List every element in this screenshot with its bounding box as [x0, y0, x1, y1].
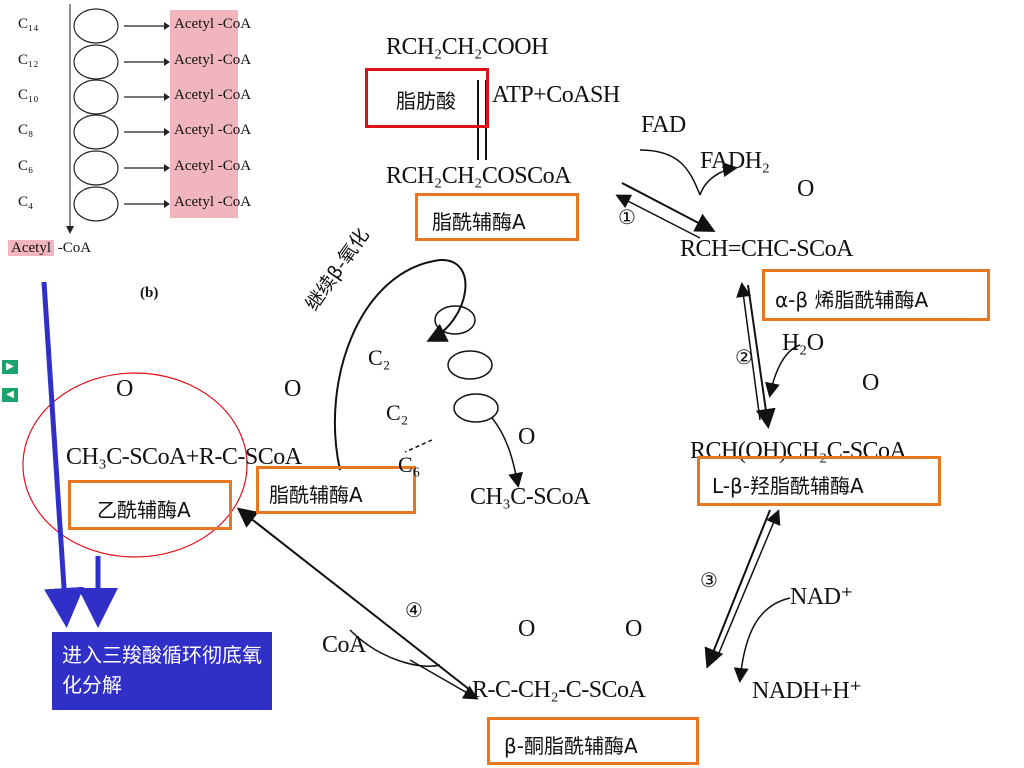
keto-box: β-酮脂酰辅酶A: [487, 717, 699, 765]
coa-suffix: -CoA: [213, 194, 252, 210]
acetyl-product: Acetyl: [174, 122, 214, 138]
side-product-formula: CH₃C-SCoA: [470, 484, 590, 510]
coa-suffix: -CoA: [213, 122, 252, 138]
spiral-c6-label: C₆: [398, 452, 421, 477]
acetyl-product: Acetyl: [174, 87, 214, 103]
acetyl-product: Acetyl: [174, 194, 214, 210]
water-label: H₂O: [782, 330, 824, 356]
chain-label: C₈: [18, 122, 34, 138]
step-2: ②: [735, 347, 753, 369]
chain-label: C₁₂: [18, 52, 39, 68]
final-acetyl-product: Acetyl: [8, 240, 54, 256]
products-oxygen: O: [284, 376, 301, 402]
keto-label: β-酮脂酰辅酶A: [504, 734, 638, 758]
enoyl-box: α-β 烯脂酰辅酶A: [762, 269, 990, 321]
acyl-coa-box: 脂酰辅酶A: [415, 193, 579, 241]
products-oxygen: O: [116, 376, 133, 402]
chain-label: C₆: [18, 158, 34, 174]
nad-label: NAD⁺: [790, 584, 853, 610]
step-1: ①: [618, 207, 636, 229]
chain-label: C₁₄: [18, 16, 39, 32]
spiral-c2-label: C₂: [386, 400, 409, 425]
keto-oxygen: O: [518, 616, 535, 642]
coa-suffix: -CoA: [53, 240, 92, 256]
hydroxy-label: L-β-羟脂酰辅酶A: [712, 474, 864, 498]
products-formula: CH₃C-SCoA+R-C-SCoA: [66, 444, 302, 470]
fadh2-label: FADH₂: [700, 148, 770, 174]
coa-suffix: -CoA: [213, 52, 252, 68]
fad-label: FAD: [641, 112, 686, 138]
enoyl-formula: RCH=CHC-SCoA: [680, 236, 853, 262]
chain-label: C₁₀: [18, 87, 39, 103]
fatty-acid-box: 脂肪酸: [365, 68, 489, 128]
acyl-coa-label: 脂酰辅酶A: [432, 210, 526, 234]
play-forward-icon[interactable]: ▶: [2, 360, 18, 374]
spiral-diagram: [66, 4, 238, 234]
coa-suffix: -CoA: [213, 16, 252, 32]
acetyl-product: Acetyl: [174, 158, 214, 174]
enoyl-label: α-β 烯脂酰辅酶A: [775, 288, 929, 312]
highlight-circle: [22, 372, 248, 558]
hydroxy-oxygen: O: [862, 370, 879, 396]
step-3: ③: [700, 570, 718, 592]
chain-label: C₄: [18, 194, 34, 210]
coa-suffix: -CoA: [213, 87, 252, 103]
hydroxy-box: L-β-羟脂酰辅酶A: [697, 456, 941, 506]
nadh-label: NADH+H⁺: [752, 678, 862, 704]
acetyl-coa-box: 乙酰辅酶A: [68, 480, 232, 530]
activation-reagents: ATP+CoASH: [492, 82, 620, 108]
acetyl-coa-label: 乙酰辅酶A: [97, 498, 191, 522]
acetyl-product: Acetyl: [174, 52, 214, 68]
step-4: ④: [405, 600, 423, 622]
tca-note-box: 进入三羧酸循环彻底氧化分解: [52, 632, 272, 710]
side-product-oxygen: O: [518, 424, 535, 450]
play-back-icon[interactable]: ◀: [2, 388, 18, 402]
acyl-coa-formula: RCH₂CH₂COSCoA: [386, 163, 571, 189]
new-acyl-coa-label: 脂酰辅酶A: [269, 483, 363, 507]
acetyl-product: Acetyl: [174, 16, 214, 32]
keto-formula: R-C-CH₂-C-SCoA: [472, 677, 646, 703]
keto-oxygen: O: [625, 616, 642, 642]
enoyl-oxygen: O: [797, 176, 814, 202]
fatty-acid-label: 脂肪酸: [396, 89, 456, 113]
hydroxy-formula: RCH(OH)CH₂C-SCoA: [690, 438, 907, 464]
coa-label: CoA: [322, 632, 366, 658]
tca-note-text: 进入三羧酸循环彻底氧化分解: [62, 643, 262, 697]
new-acyl-coa-box: 脂酰辅酶A: [256, 466, 416, 514]
fatty-acid-formula: RCH₂CH₂COOH: [386, 34, 548, 60]
coa-suffix: -CoA: [213, 158, 252, 174]
spiral-c2-label: C₂: [368, 345, 391, 370]
panel-label: (b): [140, 285, 159, 301]
